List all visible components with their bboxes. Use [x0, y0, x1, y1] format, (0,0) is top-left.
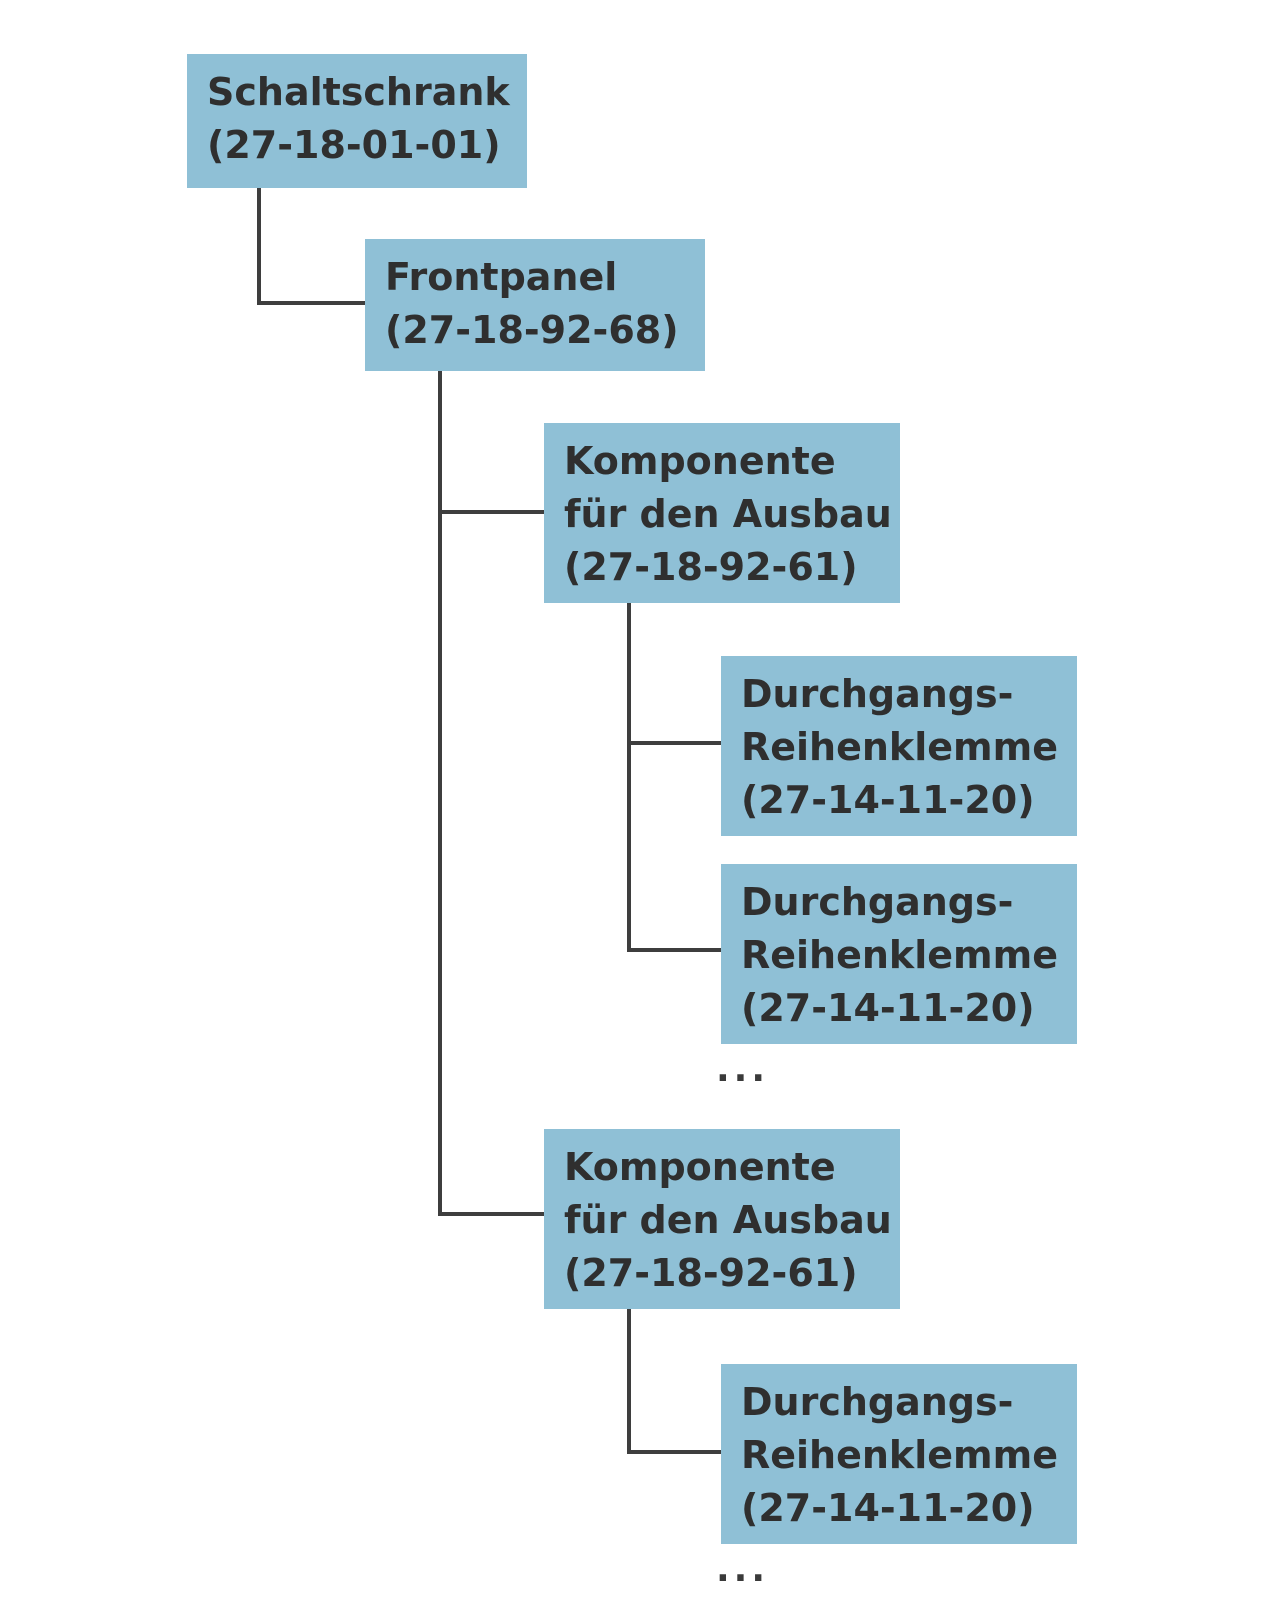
node-komponente-1: Komponente für den Ausbau (27-18-92-61)	[544, 423, 900, 603]
node-klemme-1a-name-line1: Durchgangs-	[741, 672, 1014, 716]
node-komponente-2-name-line2: für den Ausbau	[564, 1198, 892, 1242]
ellipsis-more-klemmen-1: ...	[716, 1049, 770, 1090]
node-klemme-1a-name-line2: Reihenklemme	[741, 725, 1058, 769]
connector-root-vertical	[257, 184, 261, 305]
node-klemme-1b-code: (27-14-11-20)	[741, 986, 1035, 1030]
node-klemme-2a-code: (27-14-11-20)	[741, 1486, 1035, 1530]
connector-frontpanel-to-komponente-1	[438, 510, 544, 514]
node-komponente-1-name-line1: Komponente	[564, 439, 836, 483]
node-komponente-2-code: (27-18-92-61)	[564, 1251, 858, 1295]
connector-komponente-2-vertical	[627, 1306, 631, 1454]
connector-frontpanel-vertical	[438, 368, 442, 1216]
node-schaltschrank-name: Schaltschrank	[207, 70, 510, 114]
node-komponente-1-code: (27-18-92-61)	[564, 545, 858, 589]
node-schaltschrank: Schaltschrank (27-18-01-01)	[187, 54, 527, 188]
node-klemme-2a: Durchgangs- Reihenklemme (27-14-11-20)	[721, 1364, 1077, 1544]
node-klemme-1a-code: (27-14-11-20)	[741, 778, 1035, 822]
node-klemme-1b-name-line1: Durchgangs-	[741, 880, 1014, 924]
connector-komponente-1-vertical	[627, 602, 631, 952]
node-frontpanel: Frontpanel (27-18-92-68)	[365, 239, 705, 371]
node-klemme-1b-name-line2: Reihenklemme	[741, 933, 1058, 977]
ellipsis-more-klemmen-2: ...	[716, 1549, 770, 1590]
node-klemme-1b: Durchgangs- Reihenklemme (27-14-11-20)	[721, 864, 1077, 1044]
node-komponente-2-name-line1: Komponente	[564, 1145, 836, 1189]
connector-root-to-frontpanel	[257, 301, 365, 305]
connector-komponente-1-to-klemme-1a	[627, 741, 721, 745]
connector-komponente-2-to-klemme-2a	[627, 1450, 721, 1454]
node-komponente-1-name-line2: für den Ausbau	[564, 492, 892, 536]
node-frontpanel-name: Frontpanel	[385, 255, 618, 299]
connector-frontpanel-to-komponente-2	[438, 1212, 544, 1216]
node-schaltschrank-code: (27-18-01-01)	[207, 123, 501, 167]
connector-komponente-1-to-klemme-1b	[627, 948, 721, 952]
node-klemme-2a-name-line2: Reihenklemme	[741, 1433, 1058, 1477]
node-frontpanel-code: (27-18-92-68)	[385, 308, 679, 352]
node-komponente-2: Komponente für den Ausbau (27-18-92-61)	[544, 1129, 900, 1309]
node-klemme-1a: Durchgangs- Reihenklemme (27-14-11-20)	[721, 656, 1077, 836]
node-klemme-2a-name-line1: Durchgangs-	[741, 1380, 1014, 1424]
